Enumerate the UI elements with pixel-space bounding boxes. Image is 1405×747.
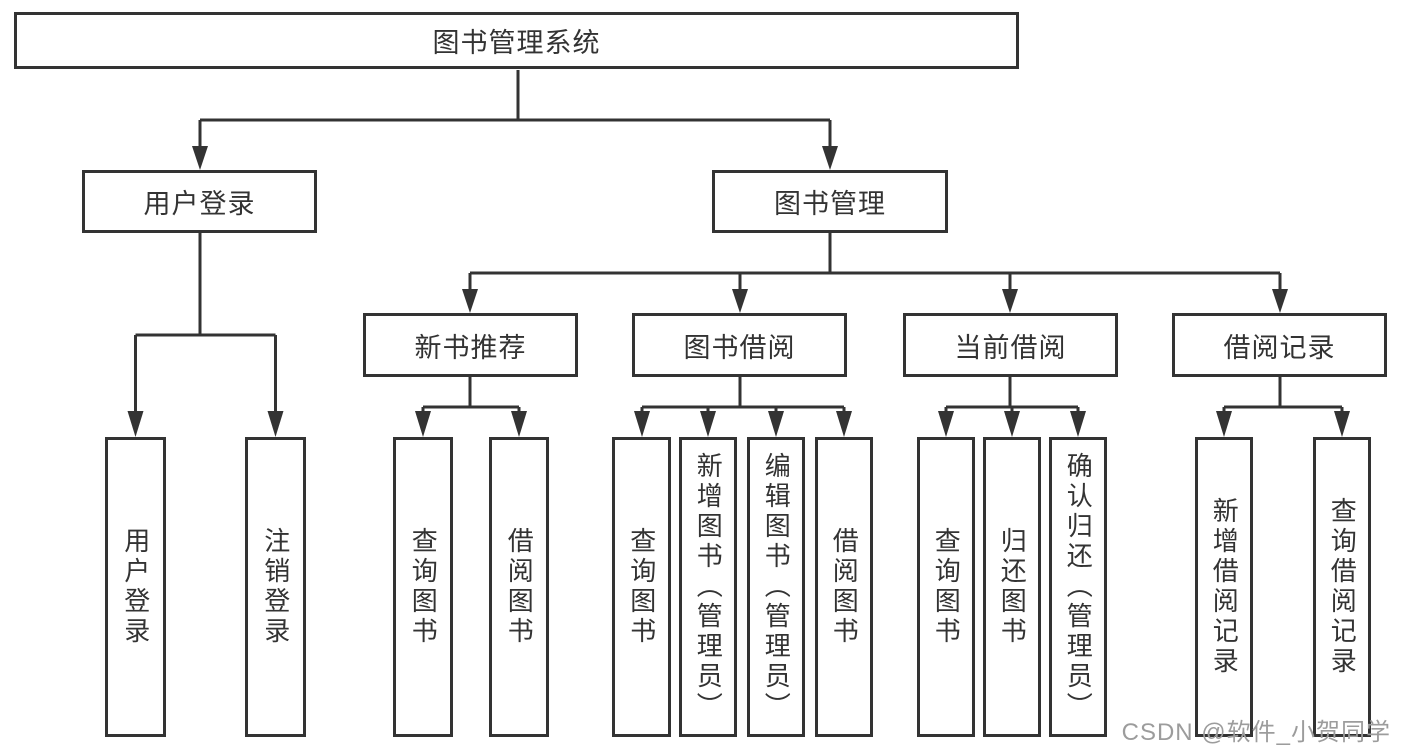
leaf-add-borrow-record-label: 新增借阅记录 bbox=[1209, 497, 1240, 677]
arrowhead bbox=[192, 146, 208, 170]
node-user-login-branch: 用户登录 bbox=[82, 170, 317, 233]
leaf-borrow-books: 借阅图书 bbox=[815, 437, 873, 737]
leaf-query-books-recommend-label: 查询图书 bbox=[408, 527, 439, 647]
leaf-confirm-return-admin-label: 确认归还（管理员） bbox=[1063, 452, 1094, 722]
leaf-user-login-label: 用户登录 bbox=[120, 527, 151, 647]
node-root-label: 图书管理系统 bbox=[432, 28, 601, 58]
leaf-query-books-current: 查询图书 bbox=[917, 437, 975, 737]
connector-user-login-to-children bbox=[134, 233, 277, 413]
node-book-mgmt-label: 图书管理 bbox=[774, 189, 886, 219]
leaf-query-books-borrowing-label: 查询图书 bbox=[626, 527, 657, 647]
arrowhead bbox=[511, 411, 527, 437]
leaf-borrow-books-recommend: 借阅图书 bbox=[489, 437, 549, 737]
leaf-add-books-admin: 新增图书（管理员） bbox=[679, 437, 737, 737]
node-sec-3-label: 借阅记录 bbox=[1223, 332, 1336, 363]
arrowhead bbox=[1002, 289, 1018, 313]
arrowhead bbox=[1334, 411, 1350, 437]
connector-sec3-to-children bbox=[1222, 377, 1344, 413]
connector-sec1-to-children bbox=[640, 377, 846, 413]
leaf-borrow-books-recommend-label: 借阅图书 bbox=[504, 527, 535, 647]
node-current-borrowing: 当前借阅 bbox=[903, 313, 1118, 377]
leaf-return-books: 归还图书 bbox=[983, 437, 1041, 737]
leaf-edit-books-admin-label: 编辑图书（管理员） bbox=[761, 452, 792, 722]
leaf-logout-label: 注销登录 bbox=[260, 527, 291, 647]
arrowhead bbox=[700, 411, 716, 437]
node-sec-1-label: 图书借阅 bbox=[683, 332, 796, 363]
node-new-book-recommend: 新书推荐 bbox=[363, 313, 578, 377]
arrowhead bbox=[1070, 411, 1086, 437]
leaf-edit-books-admin: 编辑图书（管理员） bbox=[747, 437, 805, 737]
csdn-watermark: CSDN @软件_小贺同学 bbox=[1121, 719, 1391, 746]
node-sec-2-label: 当前借阅 bbox=[954, 332, 1067, 363]
leaf-query-books-recommend: 查询图书 bbox=[393, 437, 453, 737]
leaf-logout: 注销登录 bbox=[245, 437, 306, 737]
arrowhead bbox=[836, 411, 852, 437]
node-book-borrowing: 图书借阅 bbox=[632, 313, 847, 377]
leaf-query-books-borrowing: 查询图书 bbox=[612, 437, 671, 737]
leaf-confirm-return-admin: 确认归还（管理员） bbox=[1049, 437, 1107, 737]
arrowhead bbox=[127, 411, 144, 437]
leaf-user-login: 用户登录 bbox=[105, 437, 166, 737]
arrowhead bbox=[415, 411, 431, 437]
connector-sec0-to-children bbox=[421, 377, 521, 413]
arrowhead bbox=[634, 411, 650, 437]
arrowhead bbox=[462, 289, 478, 313]
connector-book-mgmt-to-sections bbox=[468, 233, 1282, 291]
node-root-system: 图书管理系统 bbox=[14, 12, 1019, 69]
leaf-query-borrow-record: 查询借阅记录 bbox=[1313, 437, 1371, 737]
leaf-query-books-current-label: 查询图书 bbox=[931, 527, 962, 647]
arrowhead bbox=[822, 146, 838, 170]
node-book-management-branch: 图书管理 bbox=[712, 170, 948, 233]
leaf-borrow-books-label: 借阅图书 bbox=[829, 527, 860, 647]
connector-sec2-to-children bbox=[944, 377, 1080, 413]
leaf-add-borrow-record: 新增借阅记录 bbox=[1195, 437, 1253, 737]
arrowhead bbox=[732, 289, 748, 313]
node-sec-0-label: 新书推荐 bbox=[414, 332, 527, 363]
arrowhead bbox=[768, 411, 784, 437]
connector-root-to-level2 bbox=[198, 70, 832, 148]
arrowhead bbox=[938, 411, 954, 437]
arrowhead bbox=[1216, 411, 1232, 437]
arrowhead bbox=[1272, 289, 1288, 313]
leaf-return-books-label: 归还图书 bbox=[997, 527, 1028, 647]
arrowhead bbox=[1004, 411, 1020, 437]
node-borrowing-records: 借阅记录 bbox=[1172, 313, 1387, 377]
arrowhead bbox=[267, 411, 284, 437]
node-user-login-label: 用户登录 bbox=[143, 189, 256, 219]
leaf-add-books-admin-label: 新增图书（管理员） bbox=[693, 452, 724, 722]
leaf-query-borrow-record-label: 查询借阅记录 bbox=[1327, 497, 1358, 677]
